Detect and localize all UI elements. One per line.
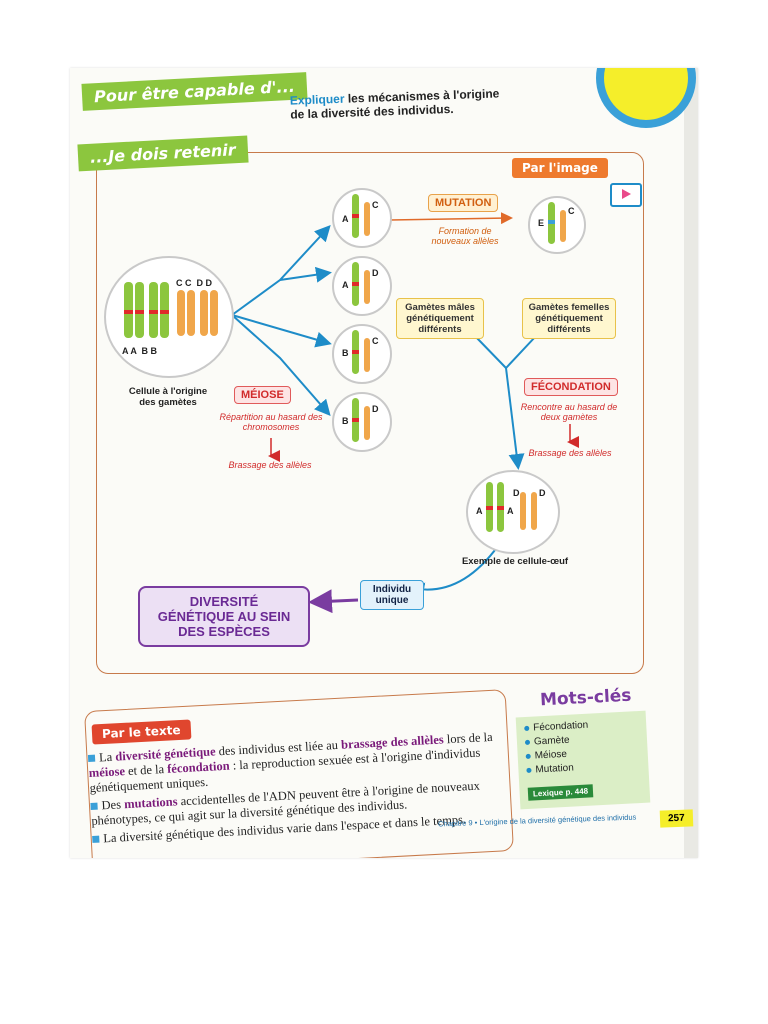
fecondation-result: Brassage des allèles [510,448,630,458]
mutated-label-c: C [568,206,575,216]
egg-chromosome-a2 [497,482,504,532]
gamete4-chromosome-b [352,398,359,442]
gamete-cell-1 [332,188,392,248]
gamete3-chromosome-b [352,330,359,374]
fecondation-box: FÉCONDATION [524,378,618,396]
gamete3-label-b: B [342,348,349,358]
egg-chromosome-d2 [531,492,537,530]
gamete2-chromosome-d [364,270,370,304]
fecondation-note: Rencontre au hasard de deux gamètes [514,402,624,422]
egg-label-d2: D [539,488,546,498]
egg-label-a2: A [507,506,514,516]
egg-label-a1: A [476,506,483,516]
gamete4-label-b: B [342,416,349,426]
mutated-label-e: E [538,218,544,228]
gene-label-bottom: A A B B [122,346,157,356]
gamete2-chromosome-a [352,262,359,306]
gamete4-chromosome-d [364,406,370,440]
chromosome-d2 [210,290,218,336]
gamete3-chromosome-c [364,338,370,372]
chromosome-c1 [177,290,185,336]
gamete-cell-4 [332,392,392,452]
origin-cell-label: Cellule à l'origine des gamètes [120,386,216,408]
chromosome-a1 [124,282,133,338]
diversite-box: DIVERSITÉ GÉNÉTIQUE AU SEIN DES ESPÈCES [138,586,310,647]
gamete1-label-a: A [342,214,349,224]
chromosome-b2 [160,282,169,338]
mutation-box: MUTATION [428,194,498,212]
individu-box: Individu unique [360,580,424,610]
gametes-femelles-box: Gamètes femelles génétiquement différent… [522,298,616,339]
egg-label-d1: D [513,488,520,498]
gamete3-label-c: C [372,336,379,346]
chromosome-c2 [187,290,195,336]
gamete1-label-c: C [372,200,379,210]
egg-cell-label: Exemple de cellule-œuf [450,556,580,567]
chromosome-b1 [149,282,158,338]
egg-chromosome-d1 [520,492,526,530]
chromosome-a2 [135,282,144,338]
gamete1-chromosome-a [352,194,359,238]
textbook-page: Pour être capable d'... Expliquer les mé… [70,68,698,858]
gene-label-top: C C D D [176,278,212,288]
gamete-cell-2 [332,256,392,316]
egg-chromosome-a1 [486,482,493,532]
gamete2-label-d: D [372,268,379,278]
mutated-chromosome-e [548,202,555,244]
gamete2-label-a: A [342,280,349,290]
mutated-cell [528,196,586,254]
chromosome-d1 [200,290,208,336]
mutated-chromosome-c [560,210,566,242]
page-number: 257 [660,809,693,827]
gamete-cell-3 [332,324,392,384]
meiose-note: Répartition au hasard des chromosomes [216,412,326,432]
meiose-result: Brassage des allèles [210,460,330,470]
meiose-box: MÉIOSE [234,386,291,404]
gamete1-chromosome-c [364,202,370,236]
keyword-item: Mutation [526,759,640,776]
mutation-note: Formation de nouveaux allèles [420,226,510,246]
gamete4-label-d: D [372,404,379,414]
gametes-males-box: Gamètes mâles génétiquement différents [396,298,484,339]
